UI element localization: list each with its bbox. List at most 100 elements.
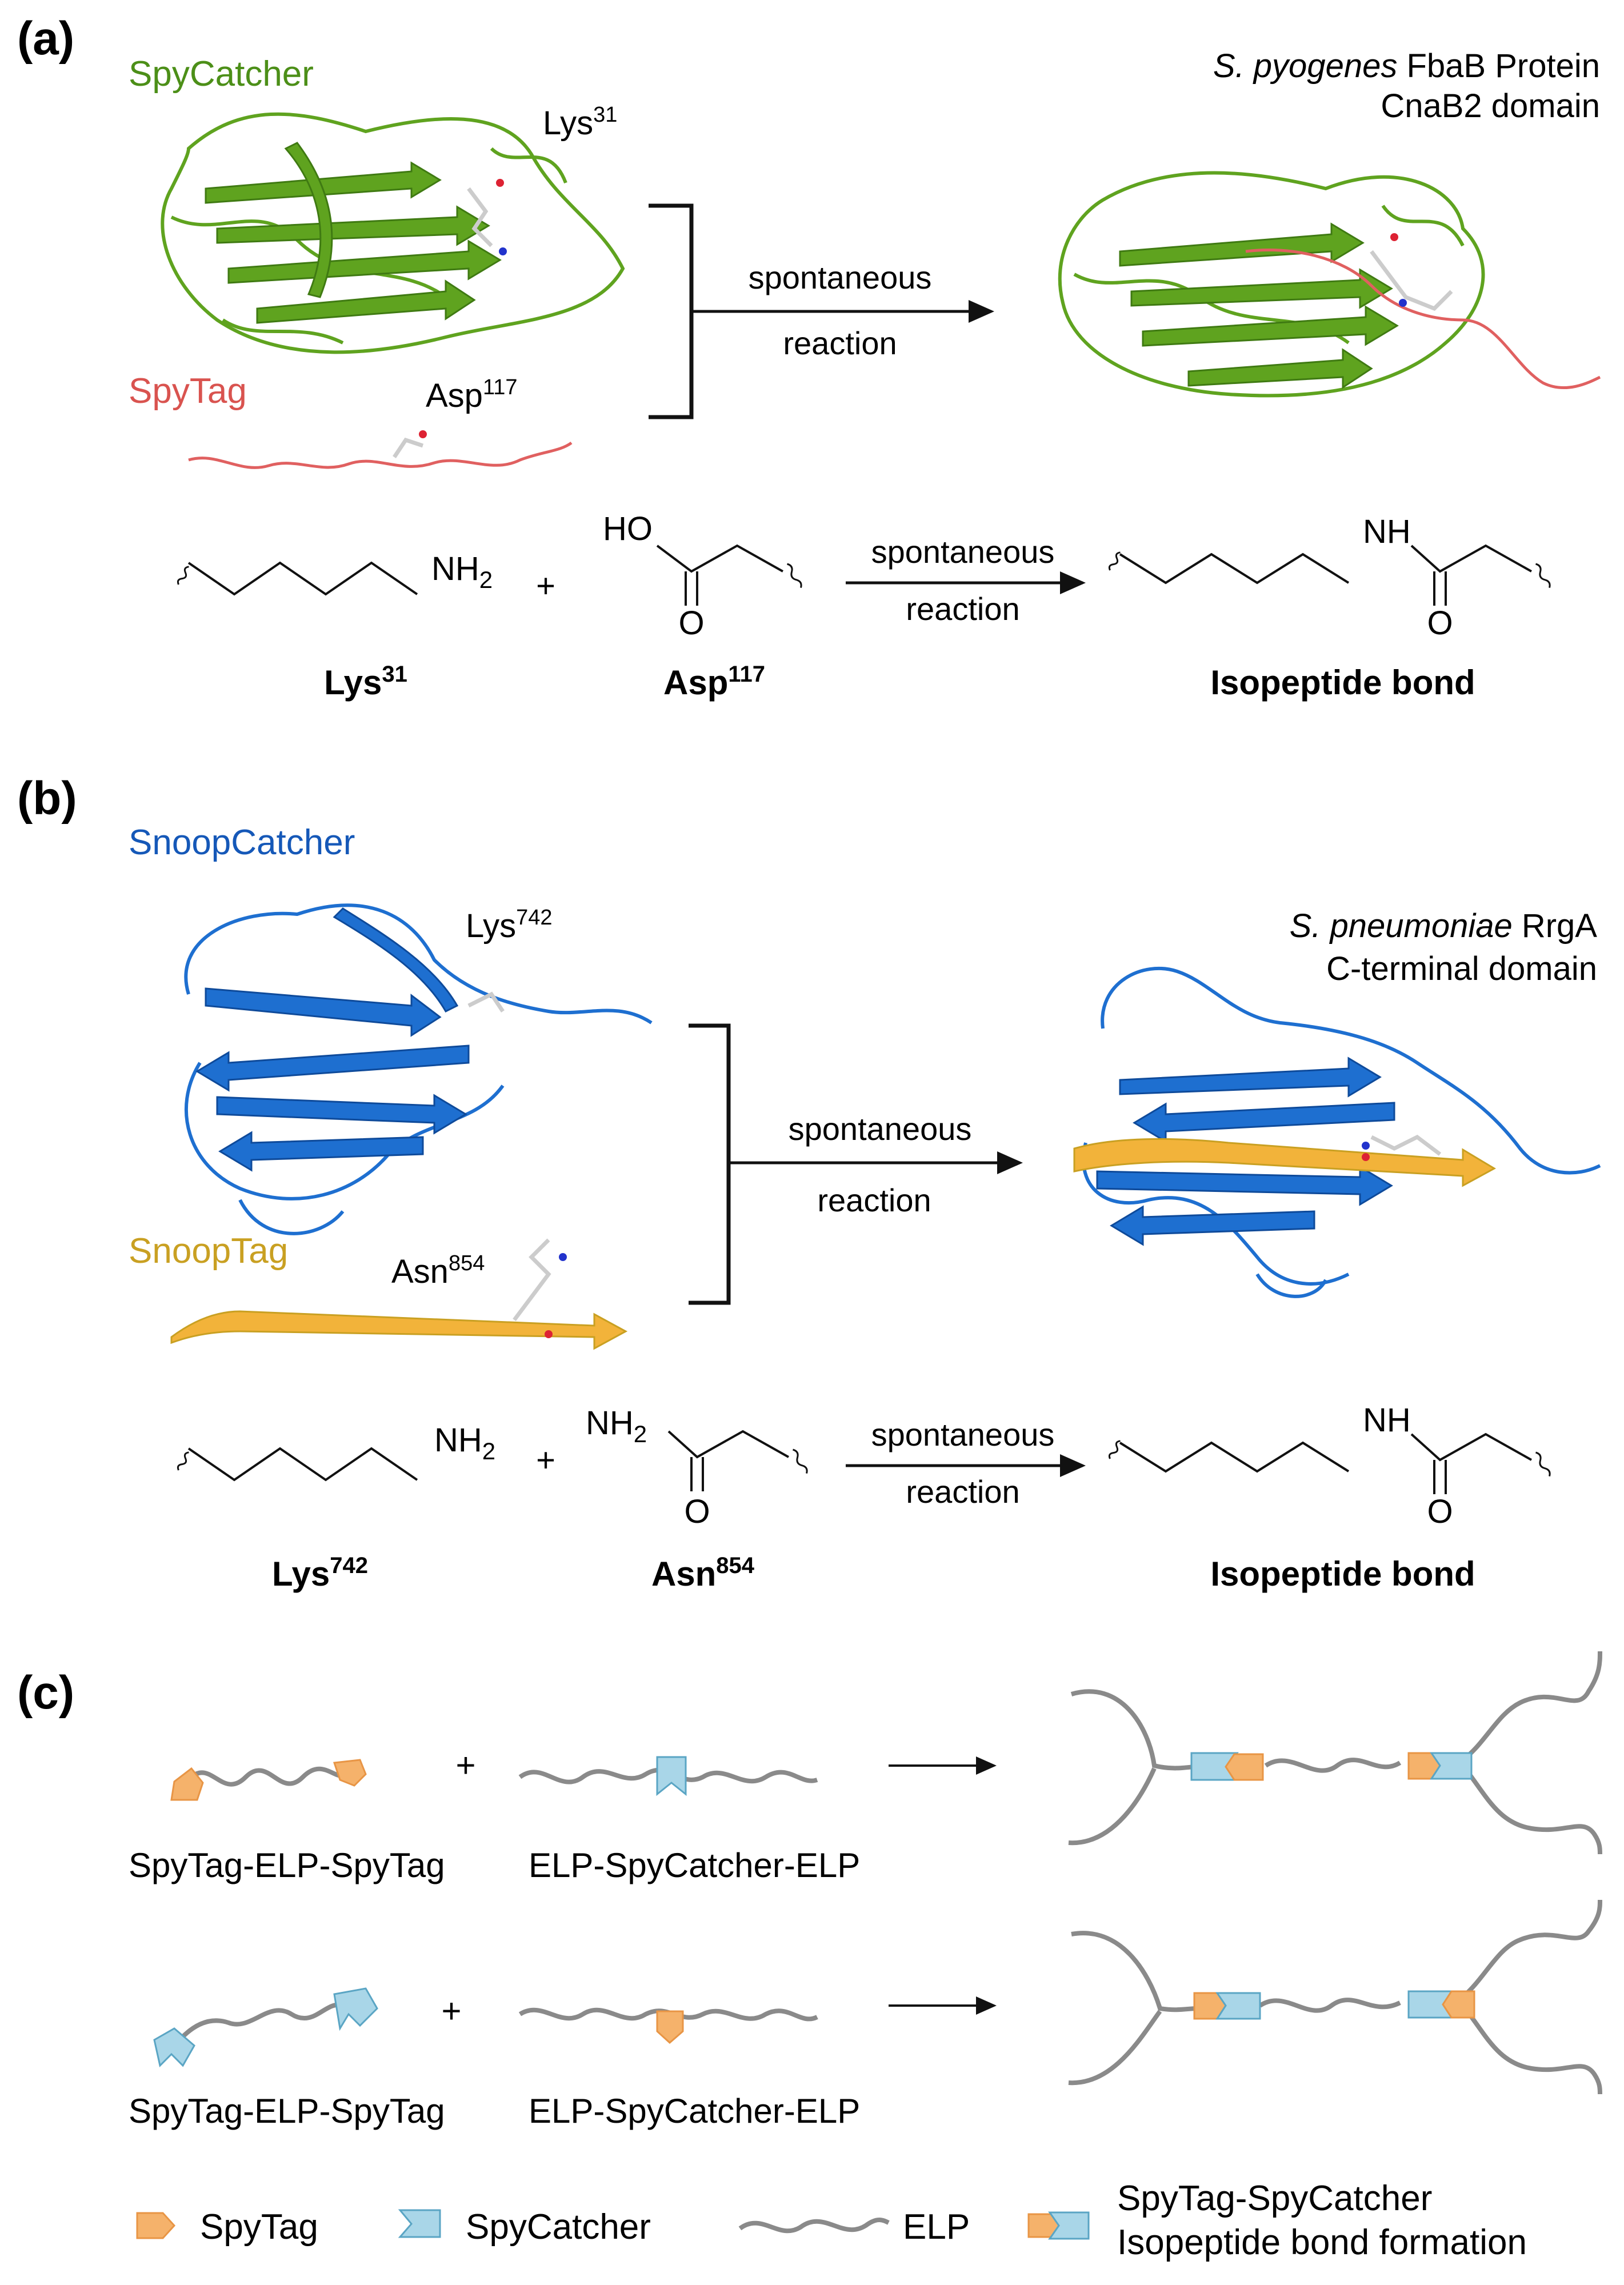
chem-arrow-a-bottom: reaction: [906, 591, 1019, 627]
snooptag-title: SnoopTag: [129, 1231, 288, 1271]
legend-elp-icon: [738, 2218, 890, 2234]
product-chain-a: [1119, 553, 1350, 585]
spytag-shape-right: [333, 1759, 367, 1787]
asn854-sidechain: [513, 1238, 567, 1338]
chem-label-asn854: Asn854: [651, 1553, 755, 1593]
product-chain-b: [1119, 1441, 1350, 1473]
spytag-title: SpyTag: [129, 371, 247, 411]
lys742-amine: NH2: [434, 1422, 495, 1464]
chem-arrow-b-top: spontaneous: [871, 1416, 1055, 1452]
product-oxygen-a: O: [1427, 605, 1453, 642]
product-a-subtitle: CnaB2 domain: [1381, 87, 1600, 125]
snoopcatcher-title: SnoopCatcher: [129, 823, 355, 862]
panel-c-letter: (c): [17, 1667, 74, 1719]
plus-a: +: [536, 567, 555, 605]
product-wavy-right: [1535, 563, 1551, 588]
spycatcher-structure: [161, 112, 625, 354]
spytag-shape-left: [170, 1767, 204, 1801]
arrow-a-top: spontaneous: [749, 259, 932, 295]
snoopcatcher-snooptag-complex: [1073, 966, 1601, 1298]
spytag-strand: [188, 441, 573, 469]
legend-bond-catcher-icon: [1048, 2211, 1090, 2240]
product-oxygen-b: O: [1427, 1493, 1453, 1530]
snoopcatcher-structure: [184, 903, 653, 1235]
legend-elp-label: ELP: [903, 2207, 970, 2247]
spycatcher-spytag-complex: [1058, 171, 1601, 398]
product-nh-a: NH: [1363, 513, 1411, 550]
chem-label-isopeptide-a: Isopeptide bond: [1210, 663, 1475, 702]
lys742-wavy-bond: [177, 1451, 189, 1471]
row1-spytag-elp-spytag: [170, 1759, 367, 1801]
panel-c: (c) + SpyTag-ELP-SpyTag ELP-SpyCatcher-E…: [17, 1651, 1602, 2262]
spycatcher-strands: [205, 142, 502, 324]
panel-b-letter: (b): [17, 773, 77, 825]
catcher-box-3: [1215, 1992, 1261, 2020]
arrow-a-bottom: reaction: [783, 325, 897, 361]
spycatcher-shape: [656, 1756, 687, 1796]
chem-equation-a: NH2 + HO O spontaneous reaction NH O Lys…: [177, 510, 1551, 702]
bracket-b: [689, 1023, 731, 1305]
row2-mid-label: ELP-SpyCatcher-ELP: [529, 2092, 860, 2130]
asp117-label: Asp117: [426, 375, 518, 414]
legend-spycatcher-icon: [398, 2209, 441, 2238]
asn-wavy-bond: [793, 1448, 808, 1474]
legend-bond-line1: SpyTag-SpyCatcher: [1117, 2179, 1432, 2218]
row2-spytag-elp-spytag: [153, 1987, 378, 2067]
product-b-title: S. pneumoniae RrgA: [1290, 907, 1598, 945]
product-b-wavy-left: [1108, 1440, 1121, 1459]
product-b-wavy-right: [1535, 1451, 1551, 1476]
product-b-subtitle: C-terminal domain: [1326, 950, 1597, 987]
lys-chain: [187, 561, 418, 596]
lys31-sidechain: [467, 179, 507, 255]
bracket-a: [649, 203, 694, 419]
product-amide-b: [1410, 1432, 1532, 1462]
arrow-b-top: spontaneous: [789, 1111, 972, 1147]
row1-mid-label: ELP-SpyCatcher-ELP: [529, 1846, 860, 1884]
row1-network: [1068, 1651, 1602, 1855]
legend-spytag-label: SpyTag: [200, 2207, 318, 2247]
legend-spycatcher-label: SpyCatcher: [466, 2207, 651, 2247]
lys31-label: Lys31: [543, 103, 617, 142]
product-wavy-left: [1108, 551, 1121, 571]
legend-spytag-icon: [136, 2212, 176, 2239]
row2-left-label: SpyTag-ELP-SpyTag: [129, 2092, 445, 2130]
tag-shape-1: [1225, 1753, 1264, 1781]
lys-wavy-bond: [177, 566, 189, 585]
asp-chain: [656, 544, 783, 573]
spytag-shape-mid: [656, 2010, 684, 2044]
tag-shape-4: [1442, 1990, 1475, 2019]
legend: SpyTag SpyCatcher ELP SpyTag-SpyCatcher …: [136, 2179, 1527, 2262]
asp-wavy-bond: [787, 563, 802, 588]
lys-amine: NH2: [431, 550, 493, 593]
chem-label-asp117: Asp117: [663, 662, 765, 702]
row2-elp-spycatcher-elp: [518, 2007, 818, 2044]
chem-label-isopeptide-b: Isopeptide bond: [1210, 1555, 1475, 1593]
spycatcher-shape-right: [333, 1987, 378, 2031]
asp-ho: HO: [603, 510, 653, 547]
plus-b: +: [536, 1442, 555, 1479]
product-a-title: S. pyogenes FbaB Protein: [1213, 47, 1600, 85]
asp117-sidechain: [393, 430, 427, 458]
snooptag-strand: [170, 1310, 628, 1350]
legend-bond-line2: Isopeptide bond formation: [1117, 2223, 1527, 2262]
asn-nh2: NH2: [586, 1404, 647, 1447]
asn-oxygen: O: [684, 1493, 710, 1530]
chem-label-lys742: Lys742: [272, 1553, 368, 1593]
chem-label-lys31: Lys31: [324, 662, 407, 702]
lys742-chain: [187, 1447, 418, 1482]
arrow-b-bottom: reaction: [817, 1182, 931, 1218]
product-amide-a: [1410, 544, 1532, 573]
row1-elp-spycatcher-elp: [518, 1756, 818, 1796]
catcher-box-2: [1430, 1752, 1473, 1780]
lys742-label: Lys742: [466, 906, 553, 945]
panel-b: (b) SnoopCatcher Lys742 SnoopTag Asn854: [17, 773, 1601, 1593]
spycatcher-title: SpyCatcher: [129, 54, 314, 94]
asp-oxygen: O: [678, 605, 704, 642]
spycatcher-shape-left: [153, 2027, 195, 2067]
chem-arrow-a-top: spontaneous: [871, 534, 1055, 570]
row2-network: [1068, 1899, 1602, 2095]
asn854-label: Asn854: [391, 1251, 485, 1290]
row2-plus: +: [441, 1992, 461, 2030]
chem-arrow-b-bottom: reaction: [906, 1474, 1019, 1510]
